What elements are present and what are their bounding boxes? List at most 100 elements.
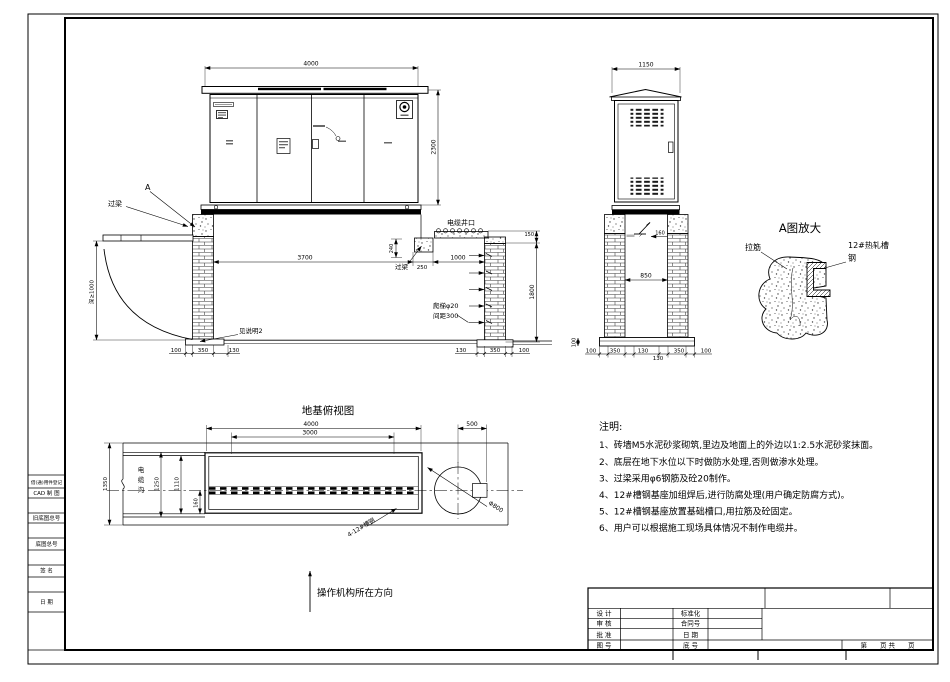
dim-anchor: 160 <box>655 231 665 237</box>
label-channel-1: 12#热轧槽 <box>848 240 889 250</box>
sidebar-cell-label: 底图总号 <box>35 540 58 548</box>
louver-vent-top <box>630 107 664 127</box>
concrete-cap <box>667 214 689 234</box>
concrete-cap <box>484 236 506 244</box>
anchor-symbol <box>626 222 651 237</box>
label-trench-char: 缆 <box>138 475 145 484</box>
micro-text <box>226 140 233 142</box>
sidebar-cell-label: 借(通)用件登记 <box>31 479 63 486</box>
dim-side-width: 1150 <box>638 62 653 69</box>
dim-bl2: 350 <box>198 348 209 354</box>
label-trench-char: 沟 <box>138 485 145 494</box>
titleblock-label-contract: 合同号 <box>681 619 701 628</box>
notes-line: 2、底层在地下水位以下时做防水处理,否则做渗水处理。 <box>599 456 824 468</box>
dim-bl3: 130 <box>229 348 240 354</box>
dim-cover: 150 <box>524 232 534 238</box>
footing-slab <box>599 337 695 347</box>
direction-label: 操作机构所在方向 <box>317 587 393 599</box>
outer-border <box>27 13 939 665</box>
sidebar-cell-label: 签 名 <box>40 567 53 575</box>
notes-line: 3、过梁采用φ6钢筋及砼20制作。 <box>599 473 736 485</box>
direction-arrow: 操作机构所在方向 <box>308 570 393 612</box>
dim-cabinet-height: 2300 <box>431 139 438 154</box>
base-channel <box>612 209 680 215</box>
dim-sb6: 100 <box>701 349 712 355</box>
side-elevation: 1150 850 160 100 <box>572 62 712 362</box>
label-lintel-right: 过梁 <box>395 262 409 271</box>
louver-vent-bottom <box>630 177 664 197</box>
dim-plan-inner: 3000 <box>302 430 317 437</box>
detail-marker-a: A <box>145 183 151 192</box>
dim-sb1: 100 <box>586 349 597 355</box>
brick-pier <box>484 243 506 343</box>
roof-peak <box>609 88 682 98</box>
brick-pier <box>604 233 626 338</box>
titleblock-label-base: 底 号 <box>683 641 699 650</box>
channel-steel-section <box>806 262 831 297</box>
base-channel <box>200 204 422 210</box>
well-cover-slab <box>434 231 489 239</box>
notes-line: 1、砖墙M5水泥砂浆砌筑,里边及地面上的外边以1:2.5水泥砂浆抹面。 <box>599 439 878 451</box>
dim-plan-v3: 1110 <box>175 477 181 491</box>
dim-br1: 130 <box>456 348 467 354</box>
inner-border <box>64 17 934 651</box>
trench-wall-top <box>102 234 194 242</box>
label-lintel-left: 过梁 <box>108 199 122 208</box>
nameplate <box>216 110 228 119</box>
trench-curve <box>103 248 193 340</box>
break-line <box>121 443 125 525</box>
detail-a: A图放大 拉筋 12#热轧槽 钢 <box>745 221 889 340</box>
dim-plan-well: 500 <box>466 421 478 428</box>
micro-text <box>313 125 325 127</box>
door-handle <box>668 141 674 153</box>
notes-title: 注明: <box>599 420 622 433</box>
foundation-outline <box>204 452 423 514</box>
notes-line: 4、12#槽钢基座加组焊后,进行防腐处理(用户确定防腐方式)。 <box>599 489 850 501</box>
lintel-block <box>414 237 434 253</box>
concrete-cap <box>604 214 626 234</box>
meter-box <box>396 100 413 119</box>
micro-text <box>626 234 635 237</box>
dim-lintel-height: 240 <box>389 244 395 254</box>
dim-lintel-width: 250 <box>417 265 428 271</box>
titleblock-label-design: 设 计 <box>596 609 612 618</box>
detail-title: A图放大 <box>779 221 822 235</box>
vent-slot <box>213 102 234 107</box>
dim-br2: 350 <box>490 348 501 354</box>
label-tie-bar: 拉筋 <box>745 242 761 252</box>
titleblock-page: 第 页 共 页 <box>860 641 915 650</box>
dim-sb4: 130 <box>653 356 664 362</box>
knob <box>399 101 410 113</box>
ladder-rungs <box>469 253 493 325</box>
plan-view: 地基俯视图 Φ800 4-12#槽钢 4000 <box>103 404 523 539</box>
footing-slab <box>185 338 225 346</box>
sidebar-cell-label: 旧底图总号 <box>33 514 61 522</box>
label-see-note: 见说明2 <box>239 326 263 335</box>
sheet-frame <box>27 13 939 665</box>
well-notch <box>472 483 488 498</box>
dim-sb3: 130 <box>638 349 649 355</box>
brick-pier <box>667 233 689 338</box>
titleblock-label-check: 审 核 <box>596 619 612 628</box>
sidebar: 借(通)用件登记 CAD 制 图 旧底图总号 底图总号 签 名 日 期 <box>28 474 65 651</box>
label-rails: 4-12#槽钢 <box>346 516 376 539</box>
label-ladder-1: 爬梯φ20 <box>433 301 459 310</box>
lock-slot <box>312 139 319 149</box>
plan-title: 地基俯视图 <box>302 404 355 417</box>
dim-plan-v4: 160 <box>194 498 200 508</box>
dim-bl1: 100 <box>171 348 182 354</box>
label-ladder-2: 间距300 <box>433 312 458 320</box>
dim-cabinet-width: 4000 <box>303 61 318 68</box>
concrete-cap <box>192 214 214 237</box>
titleblock-label-std: 标准化 <box>681 609 701 618</box>
dim-well: 1000 <box>450 255 465 262</box>
concrete-blob <box>758 256 828 340</box>
dim-slab: 100 <box>572 338 578 348</box>
sidebar-cell-label: 日 期 <box>40 599 53 606</box>
dim-sb2: 350 <box>610 349 621 355</box>
notes: 注明: 1、砖墙M5水泥砂浆砌筑,里边及地面上的外边以1:2.5水泥砂浆抹面。 … <box>599 420 878 534</box>
brick-pier <box>192 236 214 340</box>
titleblock-label-date: 日 期 <box>683 631 699 639</box>
dim-pier-span: 850 <box>640 273 652 280</box>
